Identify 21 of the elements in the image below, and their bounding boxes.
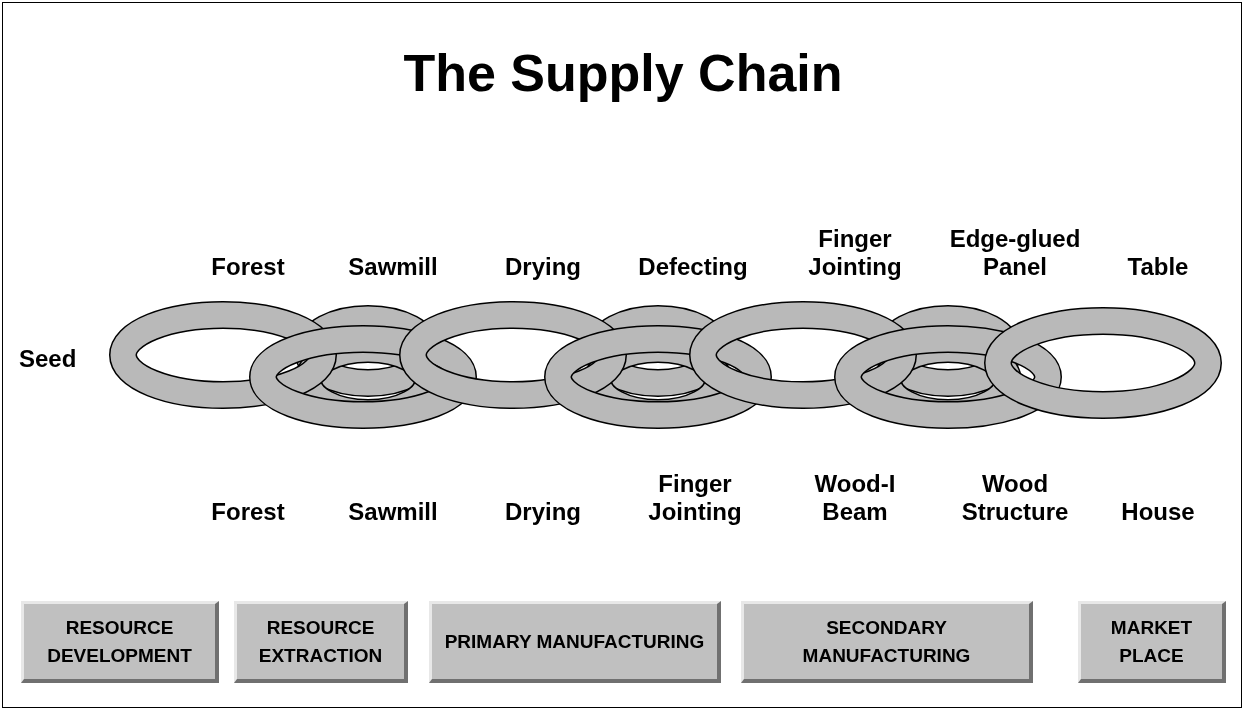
- stage-box: SECONDARY MANUFACTURING: [741, 601, 1033, 683]
- stage-label: Finger Jointing: [647, 470, 743, 526]
- stage-box: RESOURCE EXTRACTION: [234, 601, 408, 683]
- stage-label: Drying: [504, 498, 582, 526]
- title: The Supply Chain: [402, 43, 844, 103]
- stage-label: Wood-I Beam: [813, 470, 897, 526]
- stage-label: Defecting: [637, 253, 749, 281]
- stage-label: Forest: [210, 253, 286, 281]
- stage-label: Finger Jointing: [807, 225, 903, 281]
- stage-label: House: [1120, 498, 1196, 526]
- stage-box: MARKET PLACE: [1078, 601, 1226, 683]
- stage-label: Forest: [210, 498, 286, 526]
- stage-label: Drying: [504, 253, 582, 281]
- stage-label: Sawmill: [347, 498, 439, 526]
- stage-box: RESOURCE DEVELOPMENT: [21, 601, 219, 683]
- stage-label: Seed: [19, 345, 78, 373]
- stage-label: Edge-glued Panel: [948, 225, 1082, 281]
- stage-label: Table: [1126, 253, 1190, 281]
- stage-label: Wood Structure: [960, 470, 1070, 526]
- stage-box: PRIMARY MANUFACTURING: [429, 601, 721, 683]
- stage-label: Sawmill: [347, 253, 439, 281]
